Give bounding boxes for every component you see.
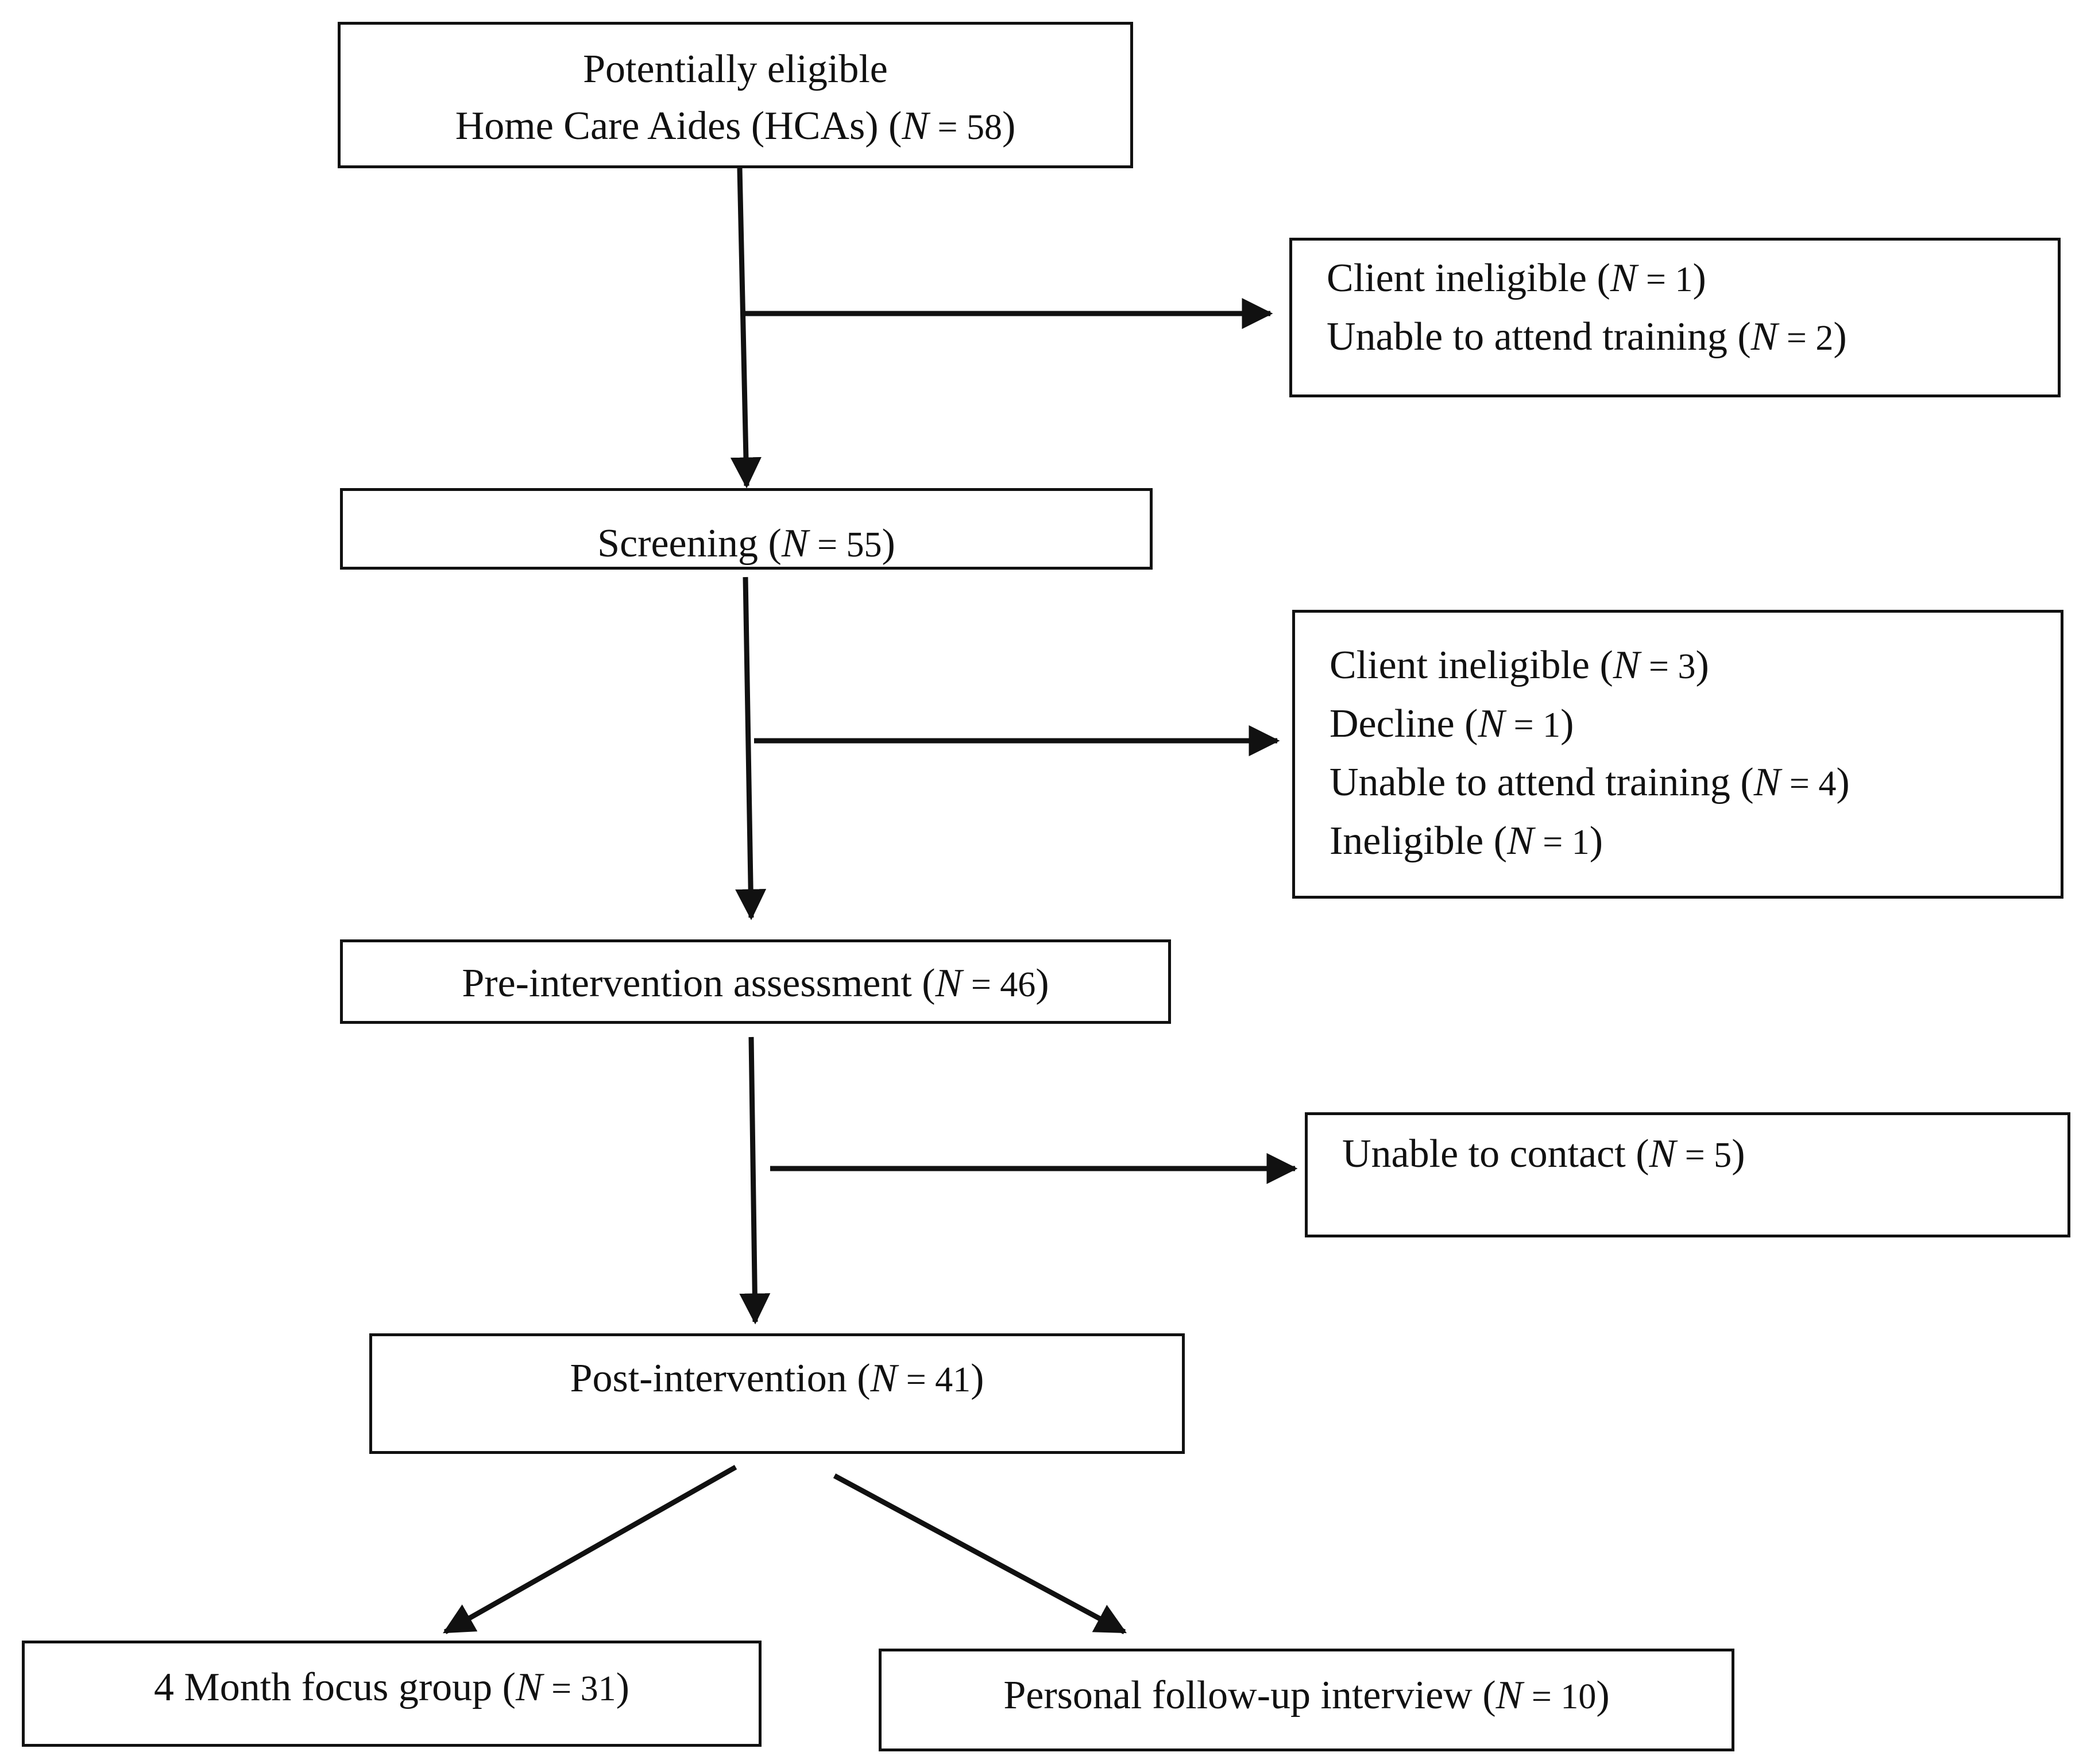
- focus-group-box: 4 Month focus group (N = 31): [22, 1641, 762, 1747]
- first-exclusions-text: Client ineligible (N = 1)Unable to atten…: [1292, 241, 2058, 367]
- count-symbol: N: [870, 1356, 898, 1401]
- text-segment: Decline (: [1330, 702, 1478, 746]
- second-exclusions-text: Client ineligible (N = 3)Decline (N = 1)…: [1295, 613, 2061, 871]
- third-exclusions-box: Unable to contact (N = 5): [1305, 1112, 2070, 1237]
- text-segment: ): [1596, 1673, 1610, 1717]
- first-exclusions-box: Client ineligible (N = 1)Unable to atten…: [1289, 238, 2061, 397]
- count-value: = 5: [1676, 1136, 1732, 1175]
- follow-up-interview-text: Personal follow-up interview (N = 10): [882, 1651, 1732, 1726]
- count-value: = 4: [1780, 764, 1837, 803]
- text-segment: ): [1836, 760, 1850, 804]
- count-symbol: N: [1613, 643, 1640, 687]
- node-line: Ineligible (N = 1): [1330, 813, 2061, 871]
- count-symbol: N: [935, 961, 963, 1005]
- focus-group-text: 4 Month focus group (N = 31): [25, 1643, 759, 1717]
- node-line: 4 Month focus group (N = 31): [25, 1659, 759, 1717]
- count-symbol: N: [1478, 702, 1505, 746]
- screening-box: Screening (N = 55): [340, 488, 1153, 570]
- third-exclusions-text: Unable to contact (N = 5): [1308, 1115, 2067, 1184]
- text-segment: Ineligible (: [1330, 819, 1508, 863]
- node-line: Client ineligible (N = 3): [1330, 637, 2061, 695]
- count-value: = 46: [962, 965, 1036, 1004]
- count-symbol: N: [1750, 315, 1778, 359]
- node-line: Post-intervention (N = 41): [372, 1350, 1182, 1409]
- count-symbol: N: [1649, 1132, 1676, 1176]
- text-segment: ): [1692, 256, 1706, 300]
- text-segment: Unable to attend training (: [1327, 315, 1751, 359]
- arrow-pre-to-post: [739, 1036, 771, 1325]
- node-line: Client ineligible (N = 1): [1327, 250, 2058, 308]
- node-line: Unable to attend training (N = 4): [1330, 754, 2061, 813]
- node-line: Home Care Aides (HCAs) (N = 58): [341, 98, 1130, 156]
- text-segment: Home Care Aides (HCAs) (: [455, 104, 902, 148]
- arrow-post-to-focus: [443, 1465, 737, 1634]
- follow-up-interview-box: Personal follow-up interview (N = 10): [879, 1649, 1734, 1751]
- text-segment: Personal follow-up interview (: [1003, 1673, 1496, 1717]
- node-line: Unable to attend training (N = 2): [1327, 308, 2058, 367]
- count-value: = 41: [897, 1360, 971, 1399]
- count-symbol: N: [515, 1665, 543, 1709]
- count-symbol: N: [781, 521, 809, 566]
- second-exclusions-box: Client ineligible (N = 3)Decline (N = 1)…: [1292, 610, 2063, 899]
- count-value: = 1: [1505, 706, 1561, 745]
- count-value: = 58: [929, 108, 1002, 147]
- arrow-post-to-interview: [833, 1473, 1127, 1634]
- text-segment: ): [1035, 961, 1049, 1005]
- node-line: Screening (N = 55): [343, 515, 1150, 567]
- text-segment: Potentially eligible: [583, 47, 888, 91]
- pre-intervention-box: Pre-intervention assessment (N = 46): [340, 939, 1171, 1024]
- count-value: = 3: [1640, 647, 1696, 686]
- text-segment: Client ineligible (: [1327, 256, 1610, 300]
- node-line: Personal follow-up interview (N = 10): [882, 1667, 1732, 1726]
- text-segment: Unable to attend training (: [1330, 760, 1754, 804]
- count-symbol: N: [1495, 1673, 1523, 1717]
- post-intervention-box: Post-intervention (N = 41): [369, 1333, 1185, 1454]
- count-value: = 1: [1533, 823, 1590, 862]
- count-value: = 55: [808, 525, 882, 564]
- node-line: Unable to contact (N = 5): [1342, 1125, 2067, 1184]
- text-segment: ): [1560, 702, 1574, 746]
- text-segment: Client ineligible (: [1330, 643, 1613, 687]
- count-value: = 31: [542, 1669, 616, 1708]
- text-segment: ): [1833, 315, 1847, 359]
- text-segment: ): [1695, 643, 1709, 687]
- count-symbol: N: [902, 104, 929, 148]
- count-symbol: N: [1610, 256, 1637, 300]
- pre-intervention-text: Pre-intervention assessment (N = 46): [343, 942, 1168, 1013]
- text-segment: ): [971, 1356, 984, 1401]
- text-segment: 4 Month focus group (: [154, 1665, 516, 1709]
- text-segment: ): [616, 1665, 629, 1709]
- text-segment: Post-intervention (: [570, 1356, 871, 1401]
- node-line: Pre-intervention assessment (N = 46): [343, 955, 1168, 1013]
- count-value: = 1: [1637, 260, 1693, 299]
- count-symbol: N: [1753, 760, 1781, 804]
- arrow-screening-to-pre: [735, 577, 767, 920]
- node-line: Potentially eligible: [341, 41, 1130, 98]
- text-segment: ): [882, 521, 895, 566]
- text-segment: Pre-intervention assessment (: [462, 961, 936, 1005]
- arrow-eligible-to-screening: [730, 168, 762, 489]
- text-segment: ): [1589, 819, 1603, 863]
- text-segment: ): [1002, 104, 1016, 148]
- text-segment: Unable to contact (: [1342, 1132, 1649, 1176]
- count-symbol: N: [1507, 819, 1534, 863]
- text-segment: Screening (: [597, 521, 782, 566]
- post-intervention-text: Post-intervention (N = 41): [372, 1336, 1182, 1409]
- text-segment: ): [1732, 1132, 1745, 1176]
- node-line: Decline (N = 1): [1330, 695, 2061, 754]
- screening-text: Screening (N = 55): [343, 491, 1150, 567]
- count-value: = 2: [1777, 319, 1834, 358]
- count-value: = 10: [1522, 1677, 1597, 1716]
